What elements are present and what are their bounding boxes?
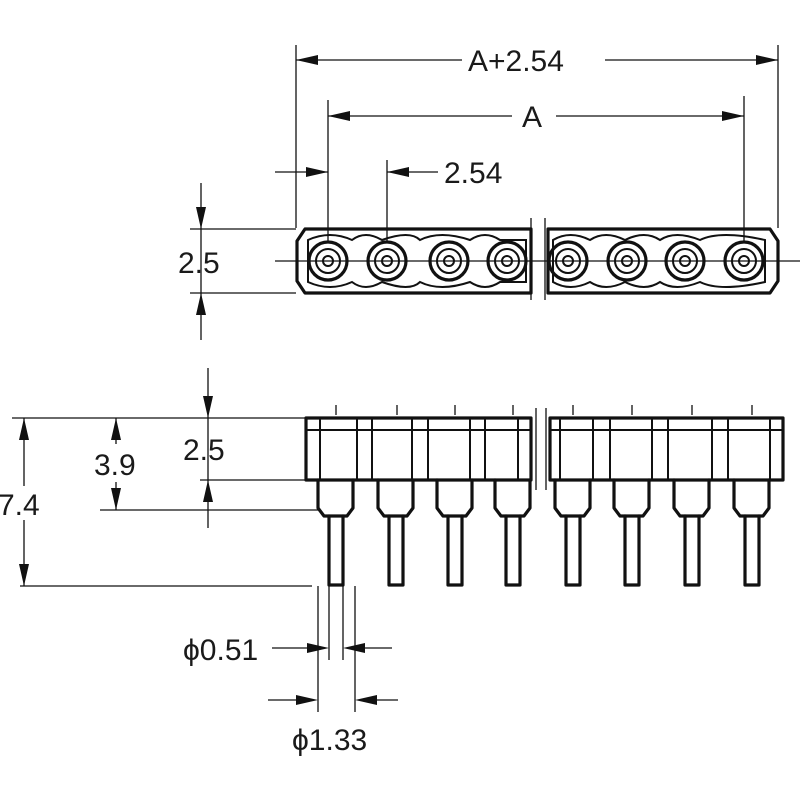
overall-length-label: A+2.54 xyxy=(468,45,564,78)
side-view-pin xyxy=(732,405,771,587)
side-view-pin xyxy=(493,405,532,587)
dim-pitch: 2.54 xyxy=(275,157,502,242)
pitch-label: 2.54 xyxy=(444,157,502,190)
top-body-height-label: 2.5 xyxy=(178,247,220,280)
pin-diameter-label: ϕ0.51 xyxy=(183,634,258,667)
side-view-body-left xyxy=(304,416,533,482)
dim-pin-diameter: ϕ0.51 xyxy=(183,586,392,667)
side-view-pin xyxy=(672,405,711,587)
top-view-body-right xyxy=(546,227,780,295)
side-view xyxy=(304,405,785,587)
shoulder-diameter-label: ϕ1.33 xyxy=(292,724,367,757)
side-view-pin xyxy=(376,405,415,587)
dim-total-height: 7.4 xyxy=(0,418,312,587)
side-view-body-right xyxy=(548,416,785,482)
top-view-scallop-left xyxy=(307,234,527,288)
side-view-pin xyxy=(316,405,355,587)
dim-top-body-height: 2.5 xyxy=(178,183,296,340)
pitch-span-label: A xyxy=(522,101,542,134)
dim-side-body-height: 2.5 xyxy=(12,368,305,528)
top-view-scallop-right xyxy=(552,234,766,288)
side-view-pin xyxy=(435,405,474,587)
side-view-partitions xyxy=(319,418,771,480)
top-view xyxy=(275,218,800,300)
shoulder-height-label: 3.9 xyxy=(94,449,136,482)
dim-shoulder-height: 3.9 xyxy=(94,418,318,511)
side-view-pin xyxy=(612,405,651,587)
side-body-height-label: 2.5 xyxy=(183,434,225,467)
dim-overall-length: A+2.54 xyxy=(295,45,779,228)
dim-pitch-span: A xyxy=(327,96,745,242)
dim-shoulder-diameter: ϕ1.33 xyxy=(268,586,398,757)
total-height-label: 7.4 xyxy=(0,489,40,522)
side-view-pin xyxy=(553,405,592,587)
